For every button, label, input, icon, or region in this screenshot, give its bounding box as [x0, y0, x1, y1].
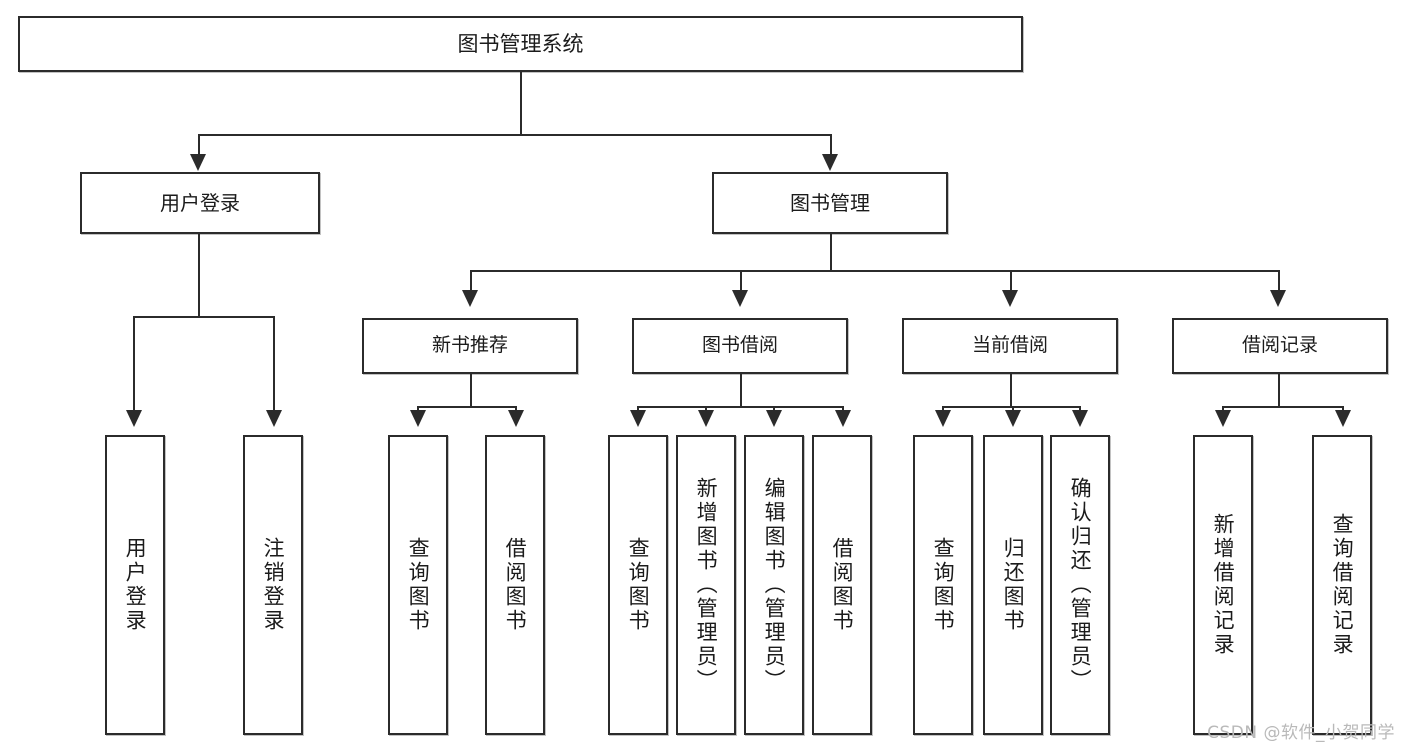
- arrowhead-leaf-query-book-3: [935, 410, 951, 427]
- connector-book-management-stem: [830, 234, 832, 270]
- connector-bm-drop-2: [740, 270, 742, 292]
- connector-br-stem: [1278, 374, 1280, 406]
- node-label: 查询图书: [931, 537, 956, 633]
- arrowhead-leaf-query-record: [1335, 410, 1351, 427]
- node-label: 查询图书: [626, 537, 651, 633]
- node-label: 查询借阅记录: [1330, 513, 1355, 657]
- leaf-query-book-2[interactable]: 查询图书: [608, 435, 668, 735]
- arrowhead-leaf-borrow-book-1: [508, 410, 524, 427]
- arrowhead-to-borrow-record: [1270, 290, 1286, 307]
- arrowhead-leaf-user-login: [126, 410, 142, 427]
- node-label: 借阅图书: [503, 537, 528, 633]
- node-label: 编辑图书（管理员）: [762, 477, 787, 693]
- connector-user-login-drop-2: [273, 316, 275, 414]
- node-current-borrow[interactable]: 当前借阅: [902, 318, 1118, 374]
- connector-bm-drop-3: [1010, 270, 1012, 292]
- leaf-query-book-3[interactable]: 查询图书: [913, 435, 973, 735]
- arrowhead-to-current-borrow: [1002, 290, 1018, 307]
- arrowhead-leaf-add-record: [1215, 410, 1231, 427]
- leaf-add-book[interactable]: 新增图书（管理员）: [676, 435, 736, 735]
- leaf-edit-book[interactable]: 编辑图书（管理员）: [744, 435, 804, 735]
- node-label: 确认归还（管理员）: [1068, 477, 1093, 693]
- connector-bm-drop-1: [470, 270, 472, 292]
- leaf-user-login[interactable]: 用户登录: [105, 435, 165, 735]
- connector-nbr-stem: [470, 374, 472, 406]
- connector-user-login-stem: [198, 234, 200, 316]
- connector-user-login-bus: [133, 316, 273, 318]
- node-label: 图书管理: [790, 190, 870, 215]
- connector-br-bus: [1222, 406, 1342, 408]
- arrowhead-to-user-login: [190, 154, 206, 171]
- node-root-book-management-system[interactable]: 图书管理系统: [18, 16, 1023, 72]
- arrowhead-leaf-user-logout: [266, 410, 282, 427]
- leaf-return-book[interactable]: 归还图书: [983, 435, 1043, 735]
- connector-bb-bus: [637, 406, 842, 408]
- arrowhead-leaf-query-book-2: [630, 410, 646, 427]
- arrowhead-leaf-add-book: [698, 410, 714, 427]
- node-book-borrow[interactable]: 图书借阅: [632, 318, 848, 374]
- node-label: 图书管理系统: [457, 31, 584, 56]
- node-label: 图书借阅: [701, 334, 778, 357]
- connector-book-management-bus: [470, 270, 1278, 272]
- leaf-user-logout[interactable]: 注销登录: [243, 435, 303, 735]
- arrowhead-to-book-borrow: [732, 290, 748, 307]
- node-label: 新书推荐: [431, 334, 508, 357]
- arrowhead-to-book-management: [822, 154, 838, 171]
- node-label: 借阅记录: [1241, 334, 1318, 357]
- node-book-management[interactable]: 图书管理: [712, 172, 948, 234]
- node-label: 当前借阅: [971, 334, 1048, 357]
- connector-bm-drop-4: [1278, 270, 1280, 292]
- connector-bb-stem: [740, 374, 742, 406]
- arrowhead-leaf-query-book-1: [410, 410, 426, 427]
- leaf-add-record[interactable]: 新增借阅记录: [1193, 435, 1253, 735]
- connector-cb-bus: [942, 406, 1079, 408]
- connector-root-drop-left: [198, 134, 200, 156]
- arrowhead-leaf-return-book: [1005, 410, 1021, 427]
- node-label: 新增图书（管理员）: [694, 477, 719, 693]
- node-user-login[interactable]: 用户登录: [80, 172, 320, 234]
- node-label: 用户登录: [160, 190, 240, 215]
- leaf-query-record[interactable]: 查询借阅记录: [1312, 435, 1372, 735]
- node-label: 查询图书: [406, 537, 431, 633]
- connector-user-login-drop-1: [133, 316, 135, 414]
- arrowhead-leaf-edit-book: [766, 410, 782, 427]
- connector-nbr-bus: [417, 406, 515, 408]
- leaf-query-book-1[interactable]: 查询图书: [388, 435, 448, 735]
- node-label: 注销登录: [261, 537, 286, 633]
- arrowhead-leaf-borrow-book-2: [835, 410, 851, 427]
- connector-root-bus: [198, 134, 830, 136]
- arrowhead-to-new-book-recommend: [462, 290, 478, 307]
- node-borrow-record[interactable]: 借阅记录: [1172, 318, 1388, 374]
- leaf-confirm-return[interactable]: 确认归还（管理员）: [1050, 435, 1110, 735]
- node-label: 借阅图书: [830, 537, 855, 633]
- connector-root-stem: [520, 72, 522, 134]
- arrowhead-leaf-confirm-return: [1072, 410, 1088, 427]
- node-new-book-recommend[interactable]: 新书推荐: [362, 318, 578, 374]
- node-label: 归还图书: [1001, 537, 1026, 633]
- watermark-text: CSDN @软件_小贺同学: [1207, 723, 1395, 743]
- connector-root-drop-right: [830, 134, 832, 156]
- node-label: 新增借阅记录: [1211, 513, 1236, 657]
- leaf-borrow-book-1[interactable]: 借阅图书: [485, 435, 545, 735]
- leaf-borrow-book-2[interactable]: 借阅图书: [812, 435, 872, 735]
- node-label: 用户登录: [123, 537, 148, 633]
- connector-cb-stem: [1010, 374, 1012, 406]
